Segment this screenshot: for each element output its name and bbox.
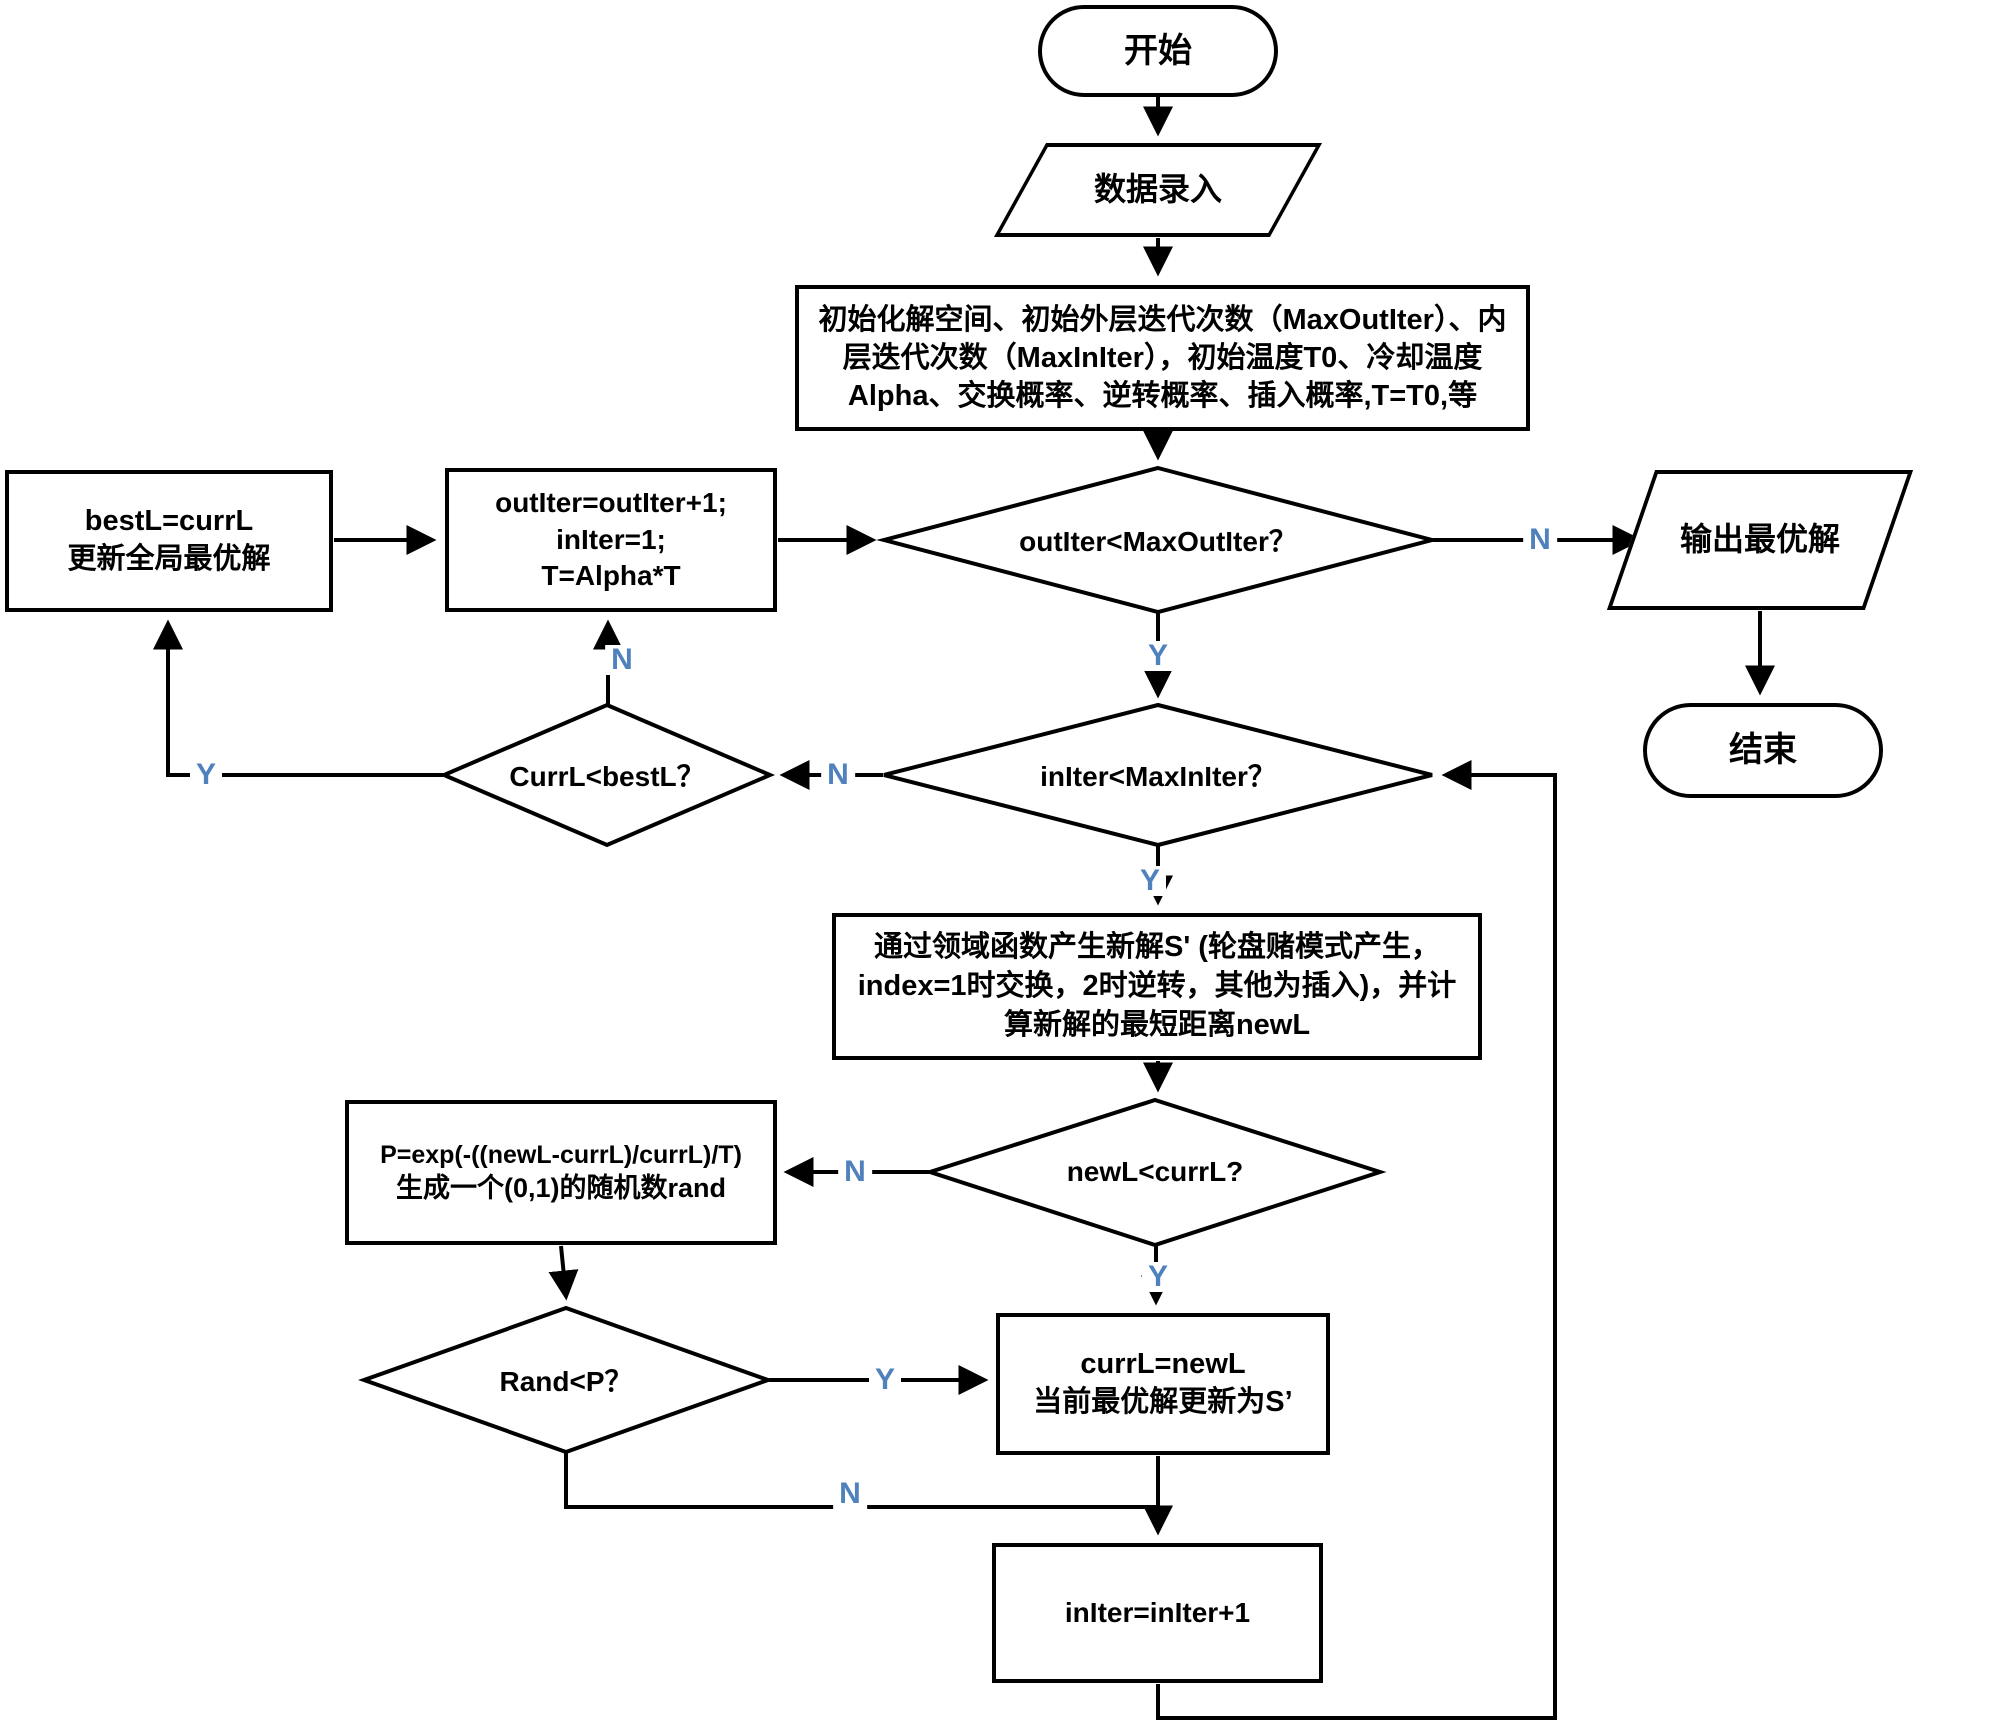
update-best-node: bestL=currL 更新全局最优解 (5, 470, 333, 612)
outer-update-node: outIter=outIter+1; inIter=1; T=Alpha*T (445, 468, 777, 612)
edge-currbest-yes (153, 619, 443, 777)
branch-label-newl-yes: Y (1141, 1262, 1175, 1292)
edge-metropolis-to-rand (548, 1245, 579, 1301)
update-best-line2: 更新全局最优解 (67, 543, 271, 575)
branch-label-outer-no: N (1523, 525, 1557, 555)
end-label: 结束 (1729, 731, 1797, 770)
branch-label-rand-yes: Y (868, 1365, 902, 1395)
decision-currbest-diamond (438, 702, 776, 848)
branch-label-currbest-no: N (605, 645, 639, 675)
branch-label-newl-no: N (838, 1157, 872, 1187)
start-node: 开始 (1038, 5, 1278, 97)
decision-outer-label: outIter<MaxOutIter？ (1019, 526, 1297, 557)
branch-label-outer-yes: Y (1141, 641, 1175, 671)
init-label: 初始化解空间、初始外层迭代次数（MaxOutIter）、内层迭代次数（MaxIn… (818, 303, 1507, 413)
metropolis-line1: P=exp(-((newL-currL)/currL)/T) (380, 1140, 742, 1169)
decision-newl-diamond (923, 1097, 1387, 1248)
data-input-label: 数据录入 (1093, 171, 1222, 208)
branch-label-inner-yes: Y (1133, 866, 1167, 896)
output-best-label: 输出最优解 (1679, 521, 1840, 558)
end-node: 结束 (1643, 703, 1883, 798)
metropolis-node: P=exp(-((newL-currL)/currL)/T) 生成一个(0,1)… (345, 1100, 777, 1245)
edge-rand-no (564, 1453, 1156, 1509)
inner-increment-label: inIter=inIter+1 (1064, 1596, 1251, 1628)
branch-label-currbest-yes: Y (189, 760, 223, 790)
decision-currbest-label: CurrL<bestL？ (509, 761, 705, 792)
branch-label-rand-no: N (833, 1479, 867, 1509)
edge-loop-back-inner (1156, 760, 1557, 1720)
start-label: 开始 (1124, 31, 1192, 70)
metropolis-line2: 生成一个(0,1)的随机数rand (395, 1173, 727, 1204)
decision-inner-diamond (883, 702, 1433, 848)
accept-new-node: currL=newL 当前最优解更新为S’ (996, 1313, 1330, 1455)
decision-newl-label: newL<currL? (1066, 1156, 1244, 1187)
inner-increment-node: inIter=inIter+1 (992, 1543, 1323, 1683)
decision-rand-diamond (358, 1305, 774, 1455)
accept-new-line1: currL=newL (1080, 1348, 1246, 1381)
outer-update-line2: inIter=1; (556, 523, 666, 555)
output-best-node: 输出最优解 (1606, 470, 1914, 610)
decision-rand-label: Rand<P？ (499, 1366, 633, 1397)
neighborhood-node: 通过领域函数产生新解S' (轮盘赌模式产生，index=1时交换，2时逆转，其他… (832, 913, 1482, 1060)
outer-update-line1: outIter=outIter+1; (495, 487, 727, 519)
decision-outer-diamond (876, 465, 1440, 615)
branch-label-inner-no: N (821, 760, 855, 790)
outer-update-line3: T=Alpha*T (541, 560, 681, 592)
init-node: 初始化解空间、初始外层迭代次数（MaxOutIter）、内层迭代次数（MaxIn… (795, 285, 1530, 431)
data-input-node: 数据录入 (993, 143, 1323, 237)
decision-inner-label: inIter<MaxInIter？ (1040, 761, 1276, 792)
update-best-line1: bestL=currL (84, 505, 254, 538)
neighborhood-label: 通过领域函数产生新解S' (轮盘赌模式产生，index=1时交换，2时逆转，其他… (857, 930, 1457, 1042)
accept-new-line2: 当前最优解更新为S’ (1033, 1386, 1293, 1418)
